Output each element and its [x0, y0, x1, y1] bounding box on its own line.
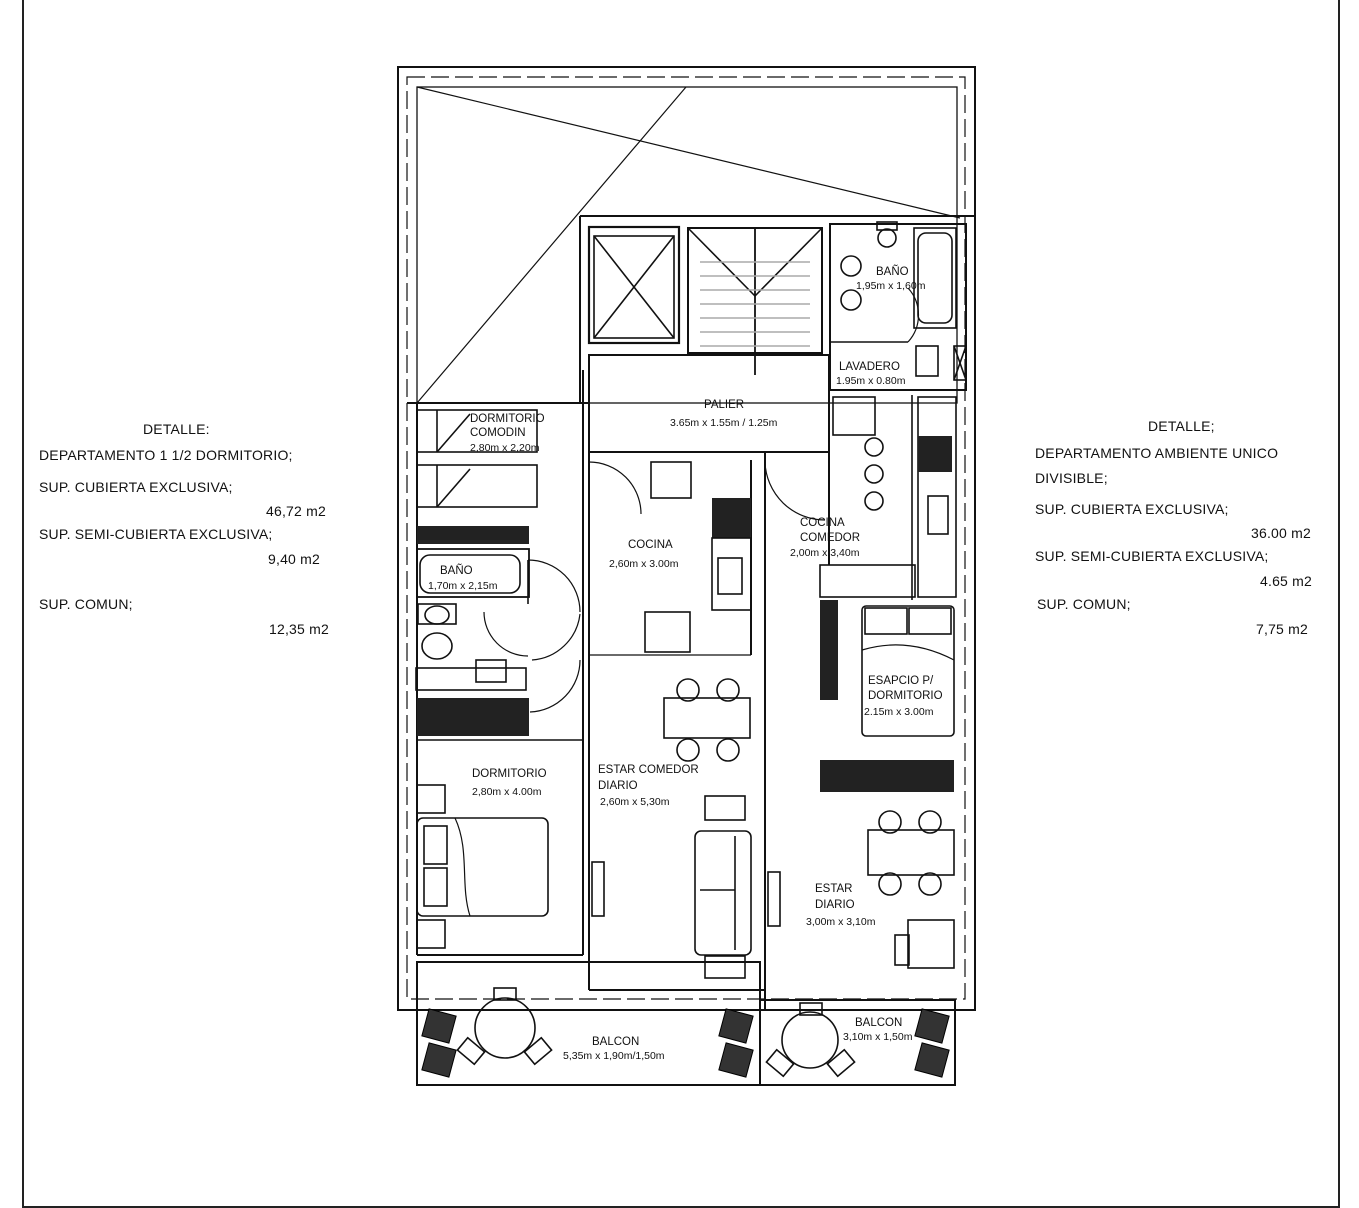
balcon-left-name: BALCON	[592, 1036, 639, 1048]
estar-comedor-name1: ESTAR COMEDOR	[598, 764, 699, 776]
dormitorio-comodin-dims: 2,80m x 2,20m	[470, 442, 540, 454]
cocina-comedor-dims: 2,00m x 3,40m	[790, 547, 860, 559]
washing-machine	[915, 345, 939, 377]
building-outline	[397, 66, 976, 1011]
bano-right-name: BAÑO	[876, 265, 909, 278]
left-common-value: 12,35 m2	[269, 621, 329, 637]
bano-left-name: BAÑO	[440, 564, 473, 577]
sofa	[694, 795, 752, 979]
dormitorio-dims: 2,80m x 4.00m	[472, 786, 542, 798]
double-bed	[416, 784, 549, 949]
right-detail-title: DETALLE;	[1148, 418, 1215, 434]
dormitorio-comodin-furniture	[416, 409, 538, 508]
left-semi-label: SUP. SEMI-CUBIERTA EXCLUSIVA;	[39, 526, 273, 542]
cocina-dims: 2,60m x 3.00m	[609, 558, 679, 570]
dormitorio-comodin-name2: COMODIN	[470, 427, 526, 439]
cocina-comedor-name2: COMEDOR	[800, 532, 860, 544]
estar-diario-name1: ESTAR	[815, 883, 853, 895]
dormitorio-name: DORMITORIO	[472, 768, 547, 780]
terrace-area	[416, 86, 958, 404]
property-line	[406, 76, 966, 1000]
lavadero-name: LAVADERO	[839, 361, 900, 373]
espacio-dormitorio-name1: ESAPCIO P/	[868, 675, 934, 687]
closet-estar	[820, 600, 838, 700]
balcony-plants	[421, 1008, 950, 1078]
terrace-diagonal-1	[416, 86, 961, 219]
bano-left-dims: 1,70m x 2,15m	[428, 580, 498, 592]
closet-comodin	[417, 526, 529, 544]
sink-right	[840, 289, 862, 311]
right-semi-label: SUP. SEMI-CUBIERTA EXCLUSIVA;	[1035, 548, 1269, 564]
dormitorio-comodin-name1: DORMITORIO	[470, 413, 545, 425]
dining-table-right	[867, 810, 955, 969]
right-covered-label: SUP. CUBIERTA EXCLUSIVA;	[1035, 501, 1229, 517]
balcon-right-table	[765, 1002, 856, 1078]
espacio-dormitorio-area	[861, 605, 955, 737]
left-unit-type: DEPARTAMENTO 1 1/2 DORMITORIO;	[39, 447, 293, 463]
bathtub-right	[913, 227, 957, 329]
balcon-left-table	[456, 987, 553, 1066]
cocina-comedor-name1: COCINA	[800, 517, 845, 529]
right-covered-value: 36.00 m2	[1251, 525, 1311, 541]
bidet-right	[840, 255, 862, 277]
terrace-diagonal-2	[416, 86, 687, 404]
cocina-fixtures	[644, 461, 752, 653]
balcon-right-walls	[759, 999, 956, 1086]
left-detail-title: DETALLE:	[143, 421, 210, 437]
right-common-label: SUP. COMUN;	[1037, 596, 1131, 612]
bano-left-fixtures	[415, 548, 530, 691]
bano-right-walls	[829, 223, 967, 391]
staircase	[687, 227, 823, 375]
left-common-label: SUP. COMUN;	[39, 596, 133, 612]
elevator-shaft	[587, 225, 681, 345]
closet-dormitorio	[417, 698, 529, 736]
left-covered-value: 46,72 m2	[266, 503, 326, 519]
espacio-dormitorio-name2: DORMITORIO	[868, 690, 943, 702]
balcon-left-dims: 5,35m x 1,90m/1,50m	[563, 1050, 665, 1062]
palier-name: PALIER	[704, 399, 744, 411]
right-common-value: 7,75 m2	[1256, 621, 1308, 637]
espacio-dormitorio-dims: 2.15m x 3.00m	[864, 706, 934, 718]
left-covered-label: SUP. CUBIERTA EXCLUSIVA;	[39, 479, 233, 495]
closet-espacio	[820, 760, 954, 792]
balcon-right-dims: 3,10m x 1,50m	[843, 1031, 913, 1043]
estar-diario-name2: DIARIO	[815, 899, 855, 911]
balcon-right-name: BALCON	[855, 1017, 902, 1029]
estar-comedor-dims: 2,60m x 5,30m	[600, 796, 670, 808]
toilet-right	[877, 228, 897, 248]
lavadero-dims: 1.95m x 0.80m	[836, 375, 906, 387]
bano-right-dims: 1,95m x 1,60m	[856, 280, 926, 292]
left-semi-value: 9,40 m2	[268, 551, 320, 567]
estar-comedor-name2: DIARIO	[598, 780, 638, 792]
cocina-name: COCINA	[628, 539, 673, 551]
palier-dims: 3.65m x 1.55m / 1.25m	[670, 417, 778, 429]
estar-diario-dims: 3,00m x 3,10m	[806, 916, 876, 928]
right-semi-value: 4.65 m2	[1260, 573, 1312, 589]
right-unit-type-line1: DEPARTAMENTO AMBIENTE UNICO	[1035, 445, 1279, 461]
cocina-comedor-fixtures	[819, 396, 957, 598]
right-unit-type-line2: DIVISIBLE;	[1035, 470, 1108, 486]
dining-table	[663, 678, 751, 762]
